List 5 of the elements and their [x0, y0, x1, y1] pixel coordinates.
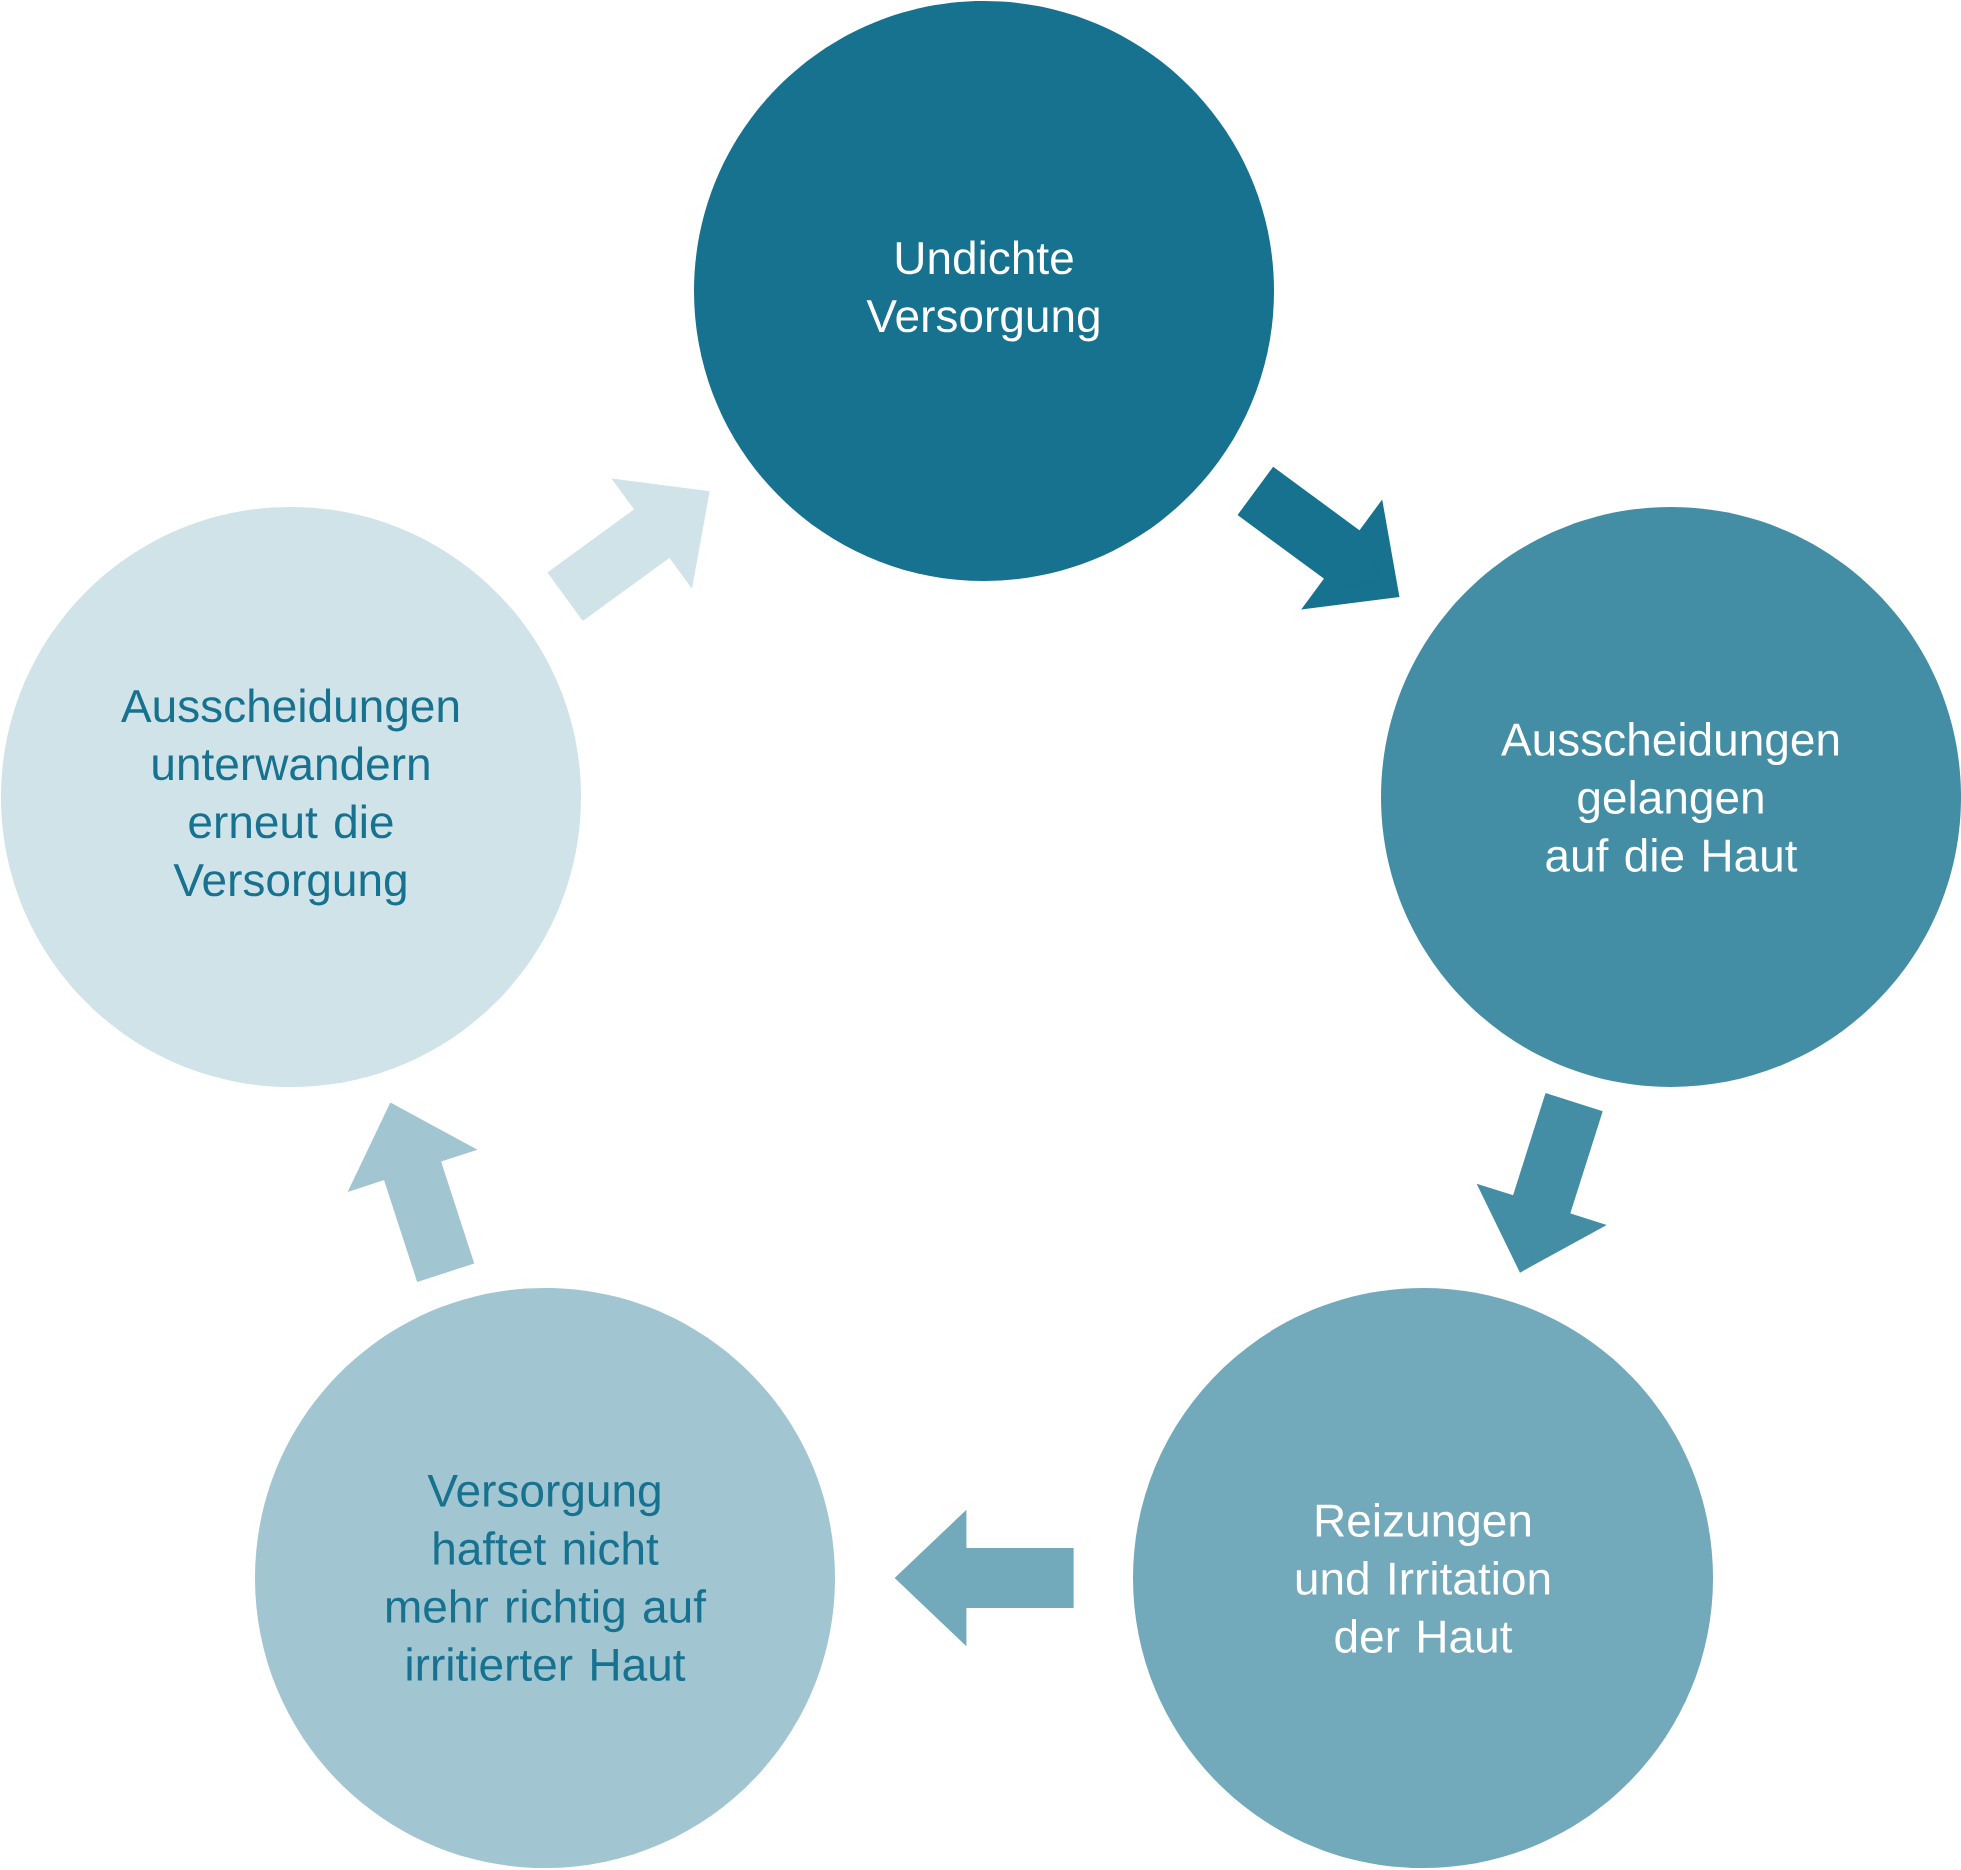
circle-node: Undichte Versorgung — [694, 1, 1274, 581]
circle-node: Ausscheidungen gelangen auf die Haut — [1381, 507, 1961, 1087]
circle-node: Ausscheidungen unterwandern erneut die Versorgung — [1, 507, 581, 1087]
circle-node: Versorgung haftet nicht mehr richtig auf irritierter Haut — [255, 1288, 835, 1869]
circle-node: Reizungen und Irritation der Haut — [1133, 1288, 1713, 1869]
